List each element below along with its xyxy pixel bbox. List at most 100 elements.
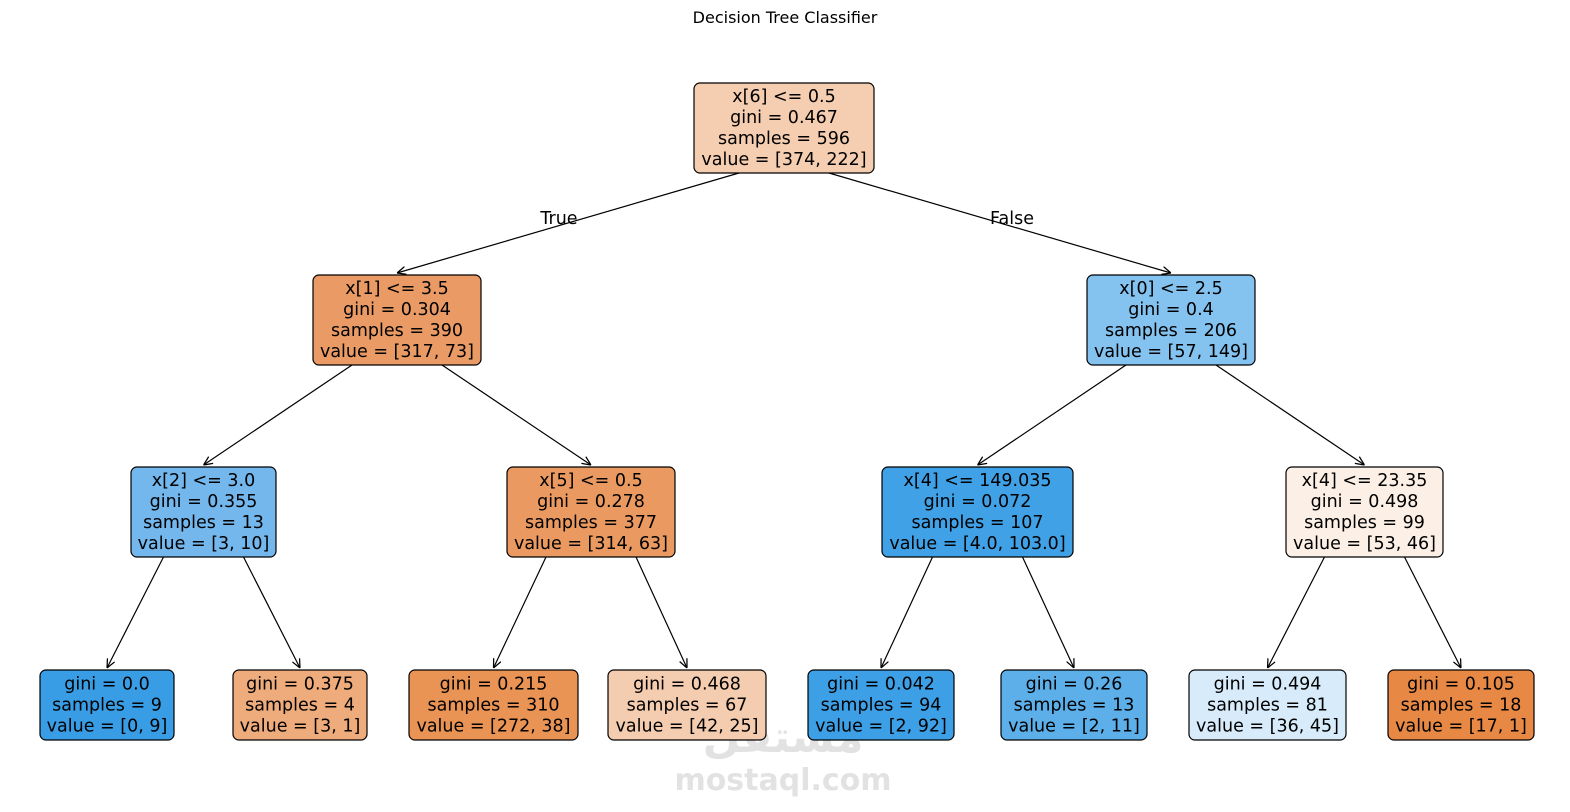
node-line: x[6] <= 0.5	[732, 87, 835, 107]
node-line: samples = 596	[718, 129, 850, 149]
edge-n0-n1	[397, 172, 740, 273]
edges-layer	[107, 172, 1461, 668]
node-line: gini = 0.467	[730, 108, 838, 128]
edge-label-false: False	[990, 209, 1034, 229]
node-line: gini = 0.278	[537, 492, 645, 512]
node-line: gini = 0.4	[1128, 300, 1214, 320]
edge-n3-n7	[107, 556, 165, 668]
node-line: x[4] <= 23.35	[1302, 471, 1428, 491]
node-box	[506, 466, 676, 558]
node-box	[693, 82, 875, 174]
chart-title: Decision Tree Classifier	[693, 8, 878, 27]
node-line: samples = 99	[1304, 513, 1425, 533]
node-box	[807, 669, 955, 741]
node-box	[881, 466, 1074, 558]
node-line: value = [272, 38]	[416, 716, 570, 736]
node-line: gini = 0.498	[1311, 492, 1419, 512]
node-line: samples = 81	[1207, 695, 1328, 715]
node-line: value = [36, 45]	[1196, 716, 1339, 736]
node-line: samples = 377	[525, 513, 657, 533]
watermark-latin: mostaql.com	[674, 763, 891, 798]
node-line: gini = 0.304	[343, 300, 451, 320]
node-line: value = [57, 149]	[1094, 342, 1248, 362]
node-line: samples = 94	[821, 695, 942, 715]
node-box	[1387, 669, 1535, 741]
node-line: gini = 0.494	[1214, 674, 1322, 694]
node-box	[39, 669, 175, 741]
node-line: x[2] <= 3.0	[152, 471, 255, 491]
node-line: samples = 107	[912, 513, 1044, 533]
node-line: value = [53, 46]	[1293, 534, 1436, 554]
node-line: samples = 9	[52, 695, 162, 715]
node-line: x[0] <= 2.5	[1119, 279, 1222, 299]
node-box	[130, 466, 277, 558]
edge-n6-n13	[1268, 556, 1326, 668]
node-line: samples = 310	[428, 695, 560, 715]
node-line: value = [3, 1]	[240, 716, 361, 736]
node-line: value = [42, 25]	[616, 716, 759, 736]
node-line: x[1] <= 3.5	[345, 279, 448, 299]
node-line: gini = 0.0	[64, 674, 150, 694]
node-line: samples = 67	[627, 695, 748, 715]
node-box	[1000, 669, 1148, 741]
edge-n5-n12	[1021, 556, 1075, 668]
node-line: gini = 0.105	[1407, 674, 1515, 694]
node-line: gini = 0.215	[440, 674, 548, 694]
node-line: gini = 0.375	[246, 674, 354, 694]
edge-n5-n11	[881, 556, 934, 668]
node-line: value = [2, 92]	[815, 716, 947, 736]
node-line: value = [3, 10]	[138, 534, 270, 554]
node-box	[408, 669, 579, 741]
node-box	[232, 669, 368, 741]
edge-n0-n2	[828, 172, 1171, 273]
node-line: samples = 4	[245, 695, 355, 715]
node-box	[1086, 274, 1256, 366]
node-line: value = [314, 63]	[514, 534, 668, 554]
node-line: gini = 0.042	[827, 674, 935, 694]
edge-n1-n4	[441, 364, 591, 465]
node-line: samples = 13	[1014, 695, 1135, 715]
node-line: x[4] <= 149.035	[904, 471, 1052, 491]
edge-n4-n9	[494, 556, 547, 668]
node-line: samples = 13	[143, 513, 264, 533]
node-line: value = [2, 11]	[1008, 716, 1140, 736]
node-line: value = [0, 9]	[47, 716, 168, 736]
node-box	[1188, 669, 1347, 741]
edge-n4-n10	[635, 556, 687, 668]
node-line: value = [374, 222]	[701, 150, 866, 170]
node-line: gini = 0.26	[1026, 674, 1123, 694]
node-box	[312, 274, 482, 366]
edge-n3-n8	[242, 556, 301, 668]
node-line: gini = 0.355	[150, 492, 258, 512]
node-line: samples = 206	[1105, 321, 1237, 341]
edge-n2-n5	[978, 364, 1127, 465]
node-line: samples = 390	[331, 321, 463, 341]
node-line: x[5] <= 0.5	[539, 471, 642, 491]
edge-n2-n6	[1215, 364, 1365, 465]
node-box	[1285, 466, 1444, 558]
edge-label-true: True	[539, 209, 577, 229]
node-line: value = [17, 1]	[1395, 716, 1527, 736]
node-box	[607, 669, 767, 741]
node-line: value = [4.0, 103.0]	[889, 534, 1065, 554]
node-line: value = [317, 73]	[320, 342, 474, 362]
node-line: samples = 18	[1401, 695, 1522, 715]
node-line: gini = 0.072	[924, 492, 1032, 512]
